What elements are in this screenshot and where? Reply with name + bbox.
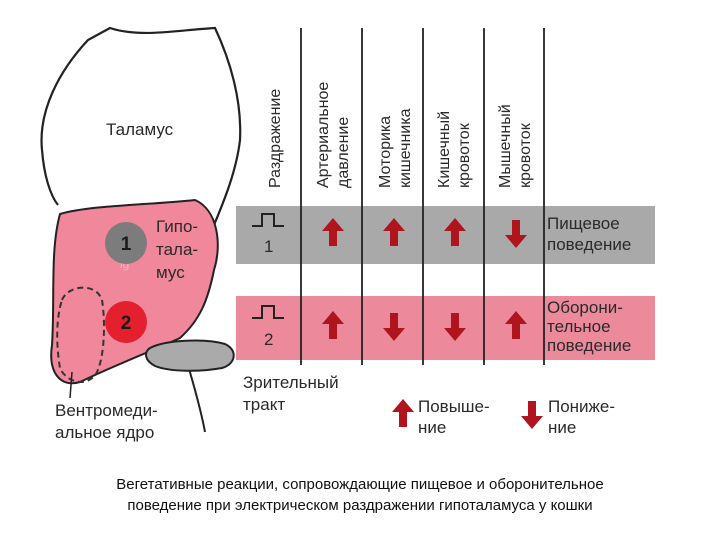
column-header-intestinal-1: Кишечный	[436, 111, 453, 188]
defense-behavior-label-1: Оборони-	[547, 298, 623, 317]
legend-up-label-1: Повыше-	[418, 397, 490, 416]
column-header-muscle-2: кровоток	[517, 122, 534, 188]
faint-region-label: ig	[120, 257, 129, 271]
caption-line-1: Вегетативные реакции, сопровождающие пищ…	[116, 476, 604, 493]
arrow-up-icon	[444, 218, 466, 246]
column-header-stimulation: Раздражение	[267, 89, 284, 188]
arrow-up-icon	[322, 218, 344, 246]
defense-behavior-label-3: поведение	[547, 336, 631, 355]
caption-line-2: поведение при электрическом раздражении …	[127, 497, 593, 514]
brain-outline-lower	[187, 364, 206, 433]
brain-outline	[40, 26, 242, 231]
ventromedial-label-1: Вентромеди-	[55, 401, 158, 420]
hypothalamus-label-1: Гипо-	[156, 217, 198, 236]
legend-down-label-2: ние	[548, 418, 576, 437]
column-header-intestinal-2: кровоток	[456, 122, 473, 188]
hypothalamus-label-3: мус	[156, 263, 185, 282]
brain-outline-inner	[40, 149, 59, 206]
ventromedial-pointer	[69, 371, 73, 399]
stimulus-pulse-icon	[252, 213, 284, 227]
arrow-up-icon	[322, 311, 344, 339]
legend-arrow-down-icon	[521, 401, 543, 429]
legend-arrow-up-icon	[392, 399, 414, 427]
thalamus-label: Таламус	[106, 120, 174, 139]
hypothalamus-label-2: тала-	[156, 240, 198, 259]
arrow-down-icon	[383, 313, 405, 341]
row-1-stimulus-id: 1	[264, 237, 273, 256]
legend-down-label-1: Пониже-	[548, 397, 615, 416]
stimulation-point-1-label: 1	[121, 234, 132, 255]
stimulus-pulse-icon	[252, 305, 284, 319]
stimulation-point-2-label: 2	[121, 313, 132, 334]
column-header-motility-2: кишечника	[397, 108, 414, 188]
arrow-down-icon	[505, 220, 527, 248]
column-header-arterial-2: давление	[335, 117, 352, 188]
arrow-up-icon	[505, 311, 527, 339]
stimulation-point-2	[105, 301, 147, 343]
defense-behavior-label-2: тельное	[547, 317, 611, 336]
stimulation-point-1	[105, 222, 147, 264]
arrow-down-icon	[444, 313, 466, 341]
column-header-motility-1: Моторика	[377, 116, 394, 188]
ventromedial-nucleus-outline	[56, 286, 105, 383]
legend-up-label-2: ние	[418, 418, 446, 437]
optic-tract-label-2: тракт	[243, 395, 285, 414]
food-behavior-label-2: поведение	[547, 235, 631, 254]
row-2-stimulus-id: 2	[264, 330, 273, 349]
optic-tract-label-1: Зрительный	[243, 373, 339, 392]
food-behavior-band	[236, 206, 655, 264]
food-behavior-label-1: Пищевое	[547, 214, 620, 233]
ventromedial-label-2: альное ядро	[55, 423, 154, 442]
column-header-muscle-1: Мышечный	[497, 104, 514, 188]
arrow-up-icon	[383, 218, 405, 246]
legend-arrows	[392, 399, 543, 429]
column-header-arterial-1: Артериальное	[315, 82, 332, 188]
optic-tract-shape	[145, 339, 235, 372]
hypothalamus-region	[50, 198, 219, 385]
response-arrows	[322, 218, 527, 341]
